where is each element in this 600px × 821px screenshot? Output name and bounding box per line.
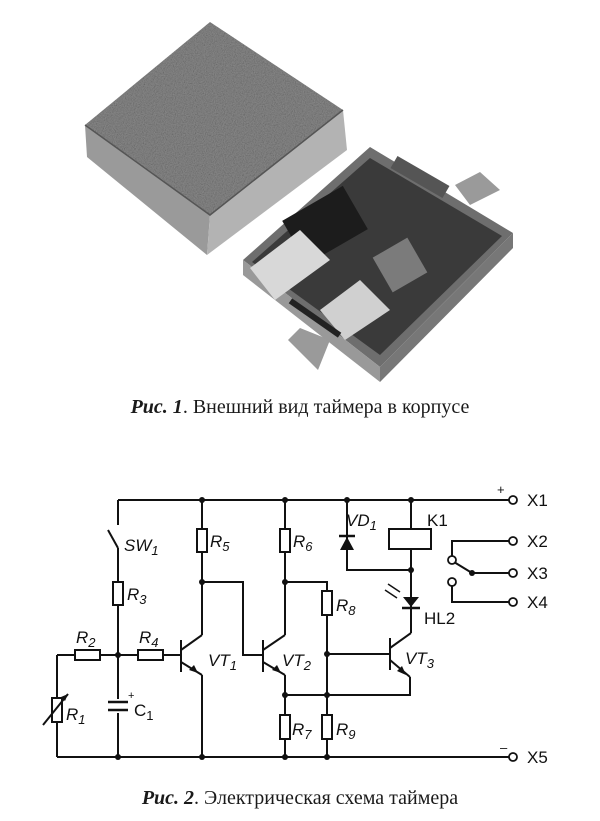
label-hl2: HL2 (424, 609, 455, 628)
label-x5: X5 (527, 748, 548, 767)
c1-polarity: + (128, 690, 134, 702)
r9-symbol (321, 714, 333, 740)
vd1-diode-symbol (339, 534, 355, 550)
label-r5: R5 (210, 532, 230, 554)
label-r8: R8 (336, 596, 356, 618)
terminal-x1 (508, 495, 518, 505)
label-r3: R3 (127, 585, 147, 607)
terminal-x5 (508, 752, 518, 762)
timer-photo (84, 22, 513, 382)
label-c1: C1 (134, 701, 154, 723)
terminal-x4 (508, 597, 518, 607)
label-vd1: VD1 (346, 511, 377, 533)
label-r2: R2 (76, 628, 96, 650)
circuit-schematic: SW1 R3 R5 R6 R8 R7 R9 R2 R4 R1 + C1 VT1 … (42, 482, 548, 767)
label-x3: X3 (527, 564, 548, 583)
x1-polarity: + (497, 482, 505, 497)
c1-symbol (105, 699, 131, 713)
label-sw1: SW1 (124, 536, 159, 558)
hl2-led-symbol (384, 583, 420, 610)
vt3-emitter-arrow (397, 666, 406, 675)
label-vt1: VT1 (208, 651, 237, 673)
r1-symbol (51, 697, 63, 723)
label-r4: R4 (139, 628, 159, 650)
base-with-board (243, 147, 513, 382)
terminal-x3 (508, 568, 518, 578)
junctions (115, 497, 475, 760)
figure2-label: Рис. 2 (141, 787, 195, 809)
figure1-label: Рис. 1 (130, 396, 183, 418)
figure2-text: . Электрическая схема таймера (194, 787, 459, 809)
label-r7: R7 (292, 720, 312, 742)
r8-symbol (321, 590, 333, 616)
r4-symbol (137, 649, 164, 661)
r3-symbol (112, 581, 124, 606)
r5-symbol (196, 528, 208, 553)
label-r1: R1 (66, 705, 86, 727)
label-k1: K1 (427, 511, 448, 530)
r6-symbol (279, 528, 291, 553)
label-r9: R9 (336, 720, 356, 742)
figure1-caption: Рис. 1. Внешний вид таймера в корпусе (0, 396, 600, 419)
lid (84, 22, 347, 255)
r7-symbol (279, 714, 291, 740)
vt1-emitter-arrow (189, 665, 198, 673)
label-x2: X2 (527, 532, 548, 551)
figure2-caption: Рис. 2. Электрическая схема таймера (0, 787, 600, 810)
terminals (447, 495, 518, 762)
label-vt2: VT2 (282, 651, 312, 673)
k1-coil (388, 528, 432, 550)
r2-symbol (74, 649, 101, 661)
label-x4: X4 (527, 593, 548, 612)
terminal-x2 (508, 536, 518, 546)
label-vt3: VT3 (405, 649, 435, 671)
vt2-emitter-arrow (272, 665, 281, 673)
label-x1: X1 (527, 491, 548, 510)
figure1-text: . Внешний вид таймера в корпусе (182, 396, 470, 418)
x5-polarity: – (500, 740, 508, 755)
resistors (51, 528, 432, 740)
label-r6: R6 (293, 532, 313, 554)
